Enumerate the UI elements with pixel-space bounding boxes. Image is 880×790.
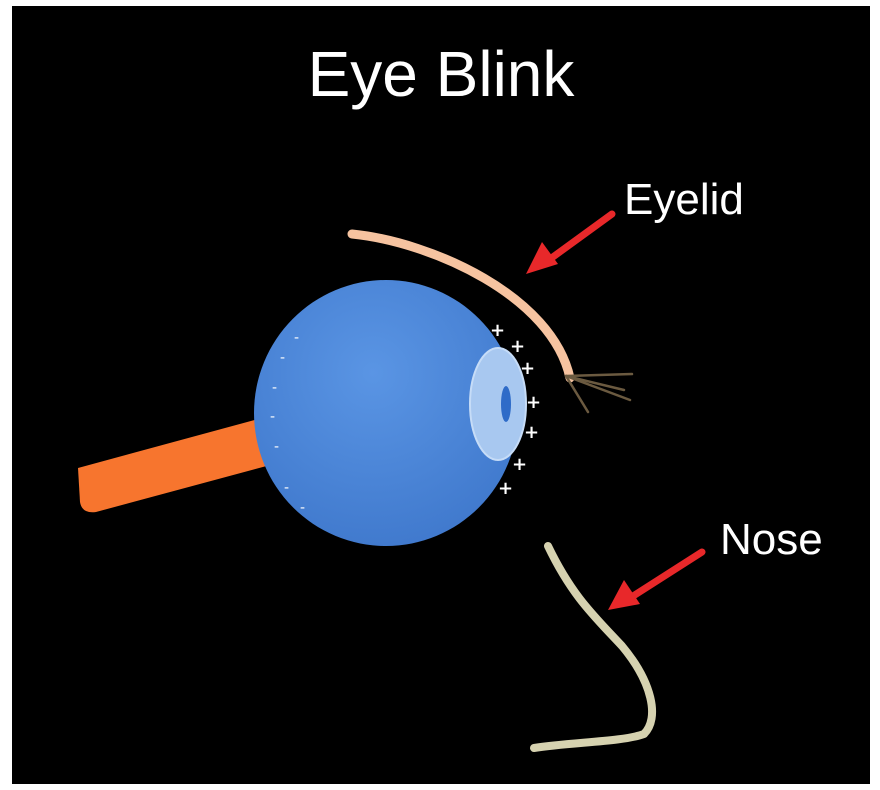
positive-charge: + [512, 454, 527, 475]
negative-charge: - [280, 350, 285, 366]
negative-charge: - [284, 480, 289, 496]
slide: Eye Blink - - - - - - - + [12, 6, 870, 784]
positive-charge: + [526, 392, 541, 413]
eyelid-label: Eyelid [624, 178, 744, 222]
pupil [501, 386, 511, 422]
red-arrow-icon [526, 214, 612, 274]
nose-outline [534, 546, 652, 748]
negative-charge: - [270, 409, 275, 425]
positive-charge: + [520, 358, 535, 379]
red-arrow-icon [608, 552, 702, 610]
negative-charge: - [274, 439, 279, 455]
optic-nerve [78, 418, 274, 512]
nose-label: Nose [720, 518, 823, 562]
cornea [470, 348, 526, 460]
positive-charge: + [490, 320, 505, 341]
eye-diagram: - - - - - - - + + + + + + + [12, 6, 870, 784]
eyelashes [566, 374, 632, 412]
negative-charge: - [300, 500, 305, 516]
negative-charge: - [294, 330, 299, 346]
positive-charge: + [510, 336, 525, 357]
positive-charge: + [524, 422, 539, 443]
positive-charge: + [498, 478, 513, 499]
negative-charge: - [272, 380, 277, 396]
